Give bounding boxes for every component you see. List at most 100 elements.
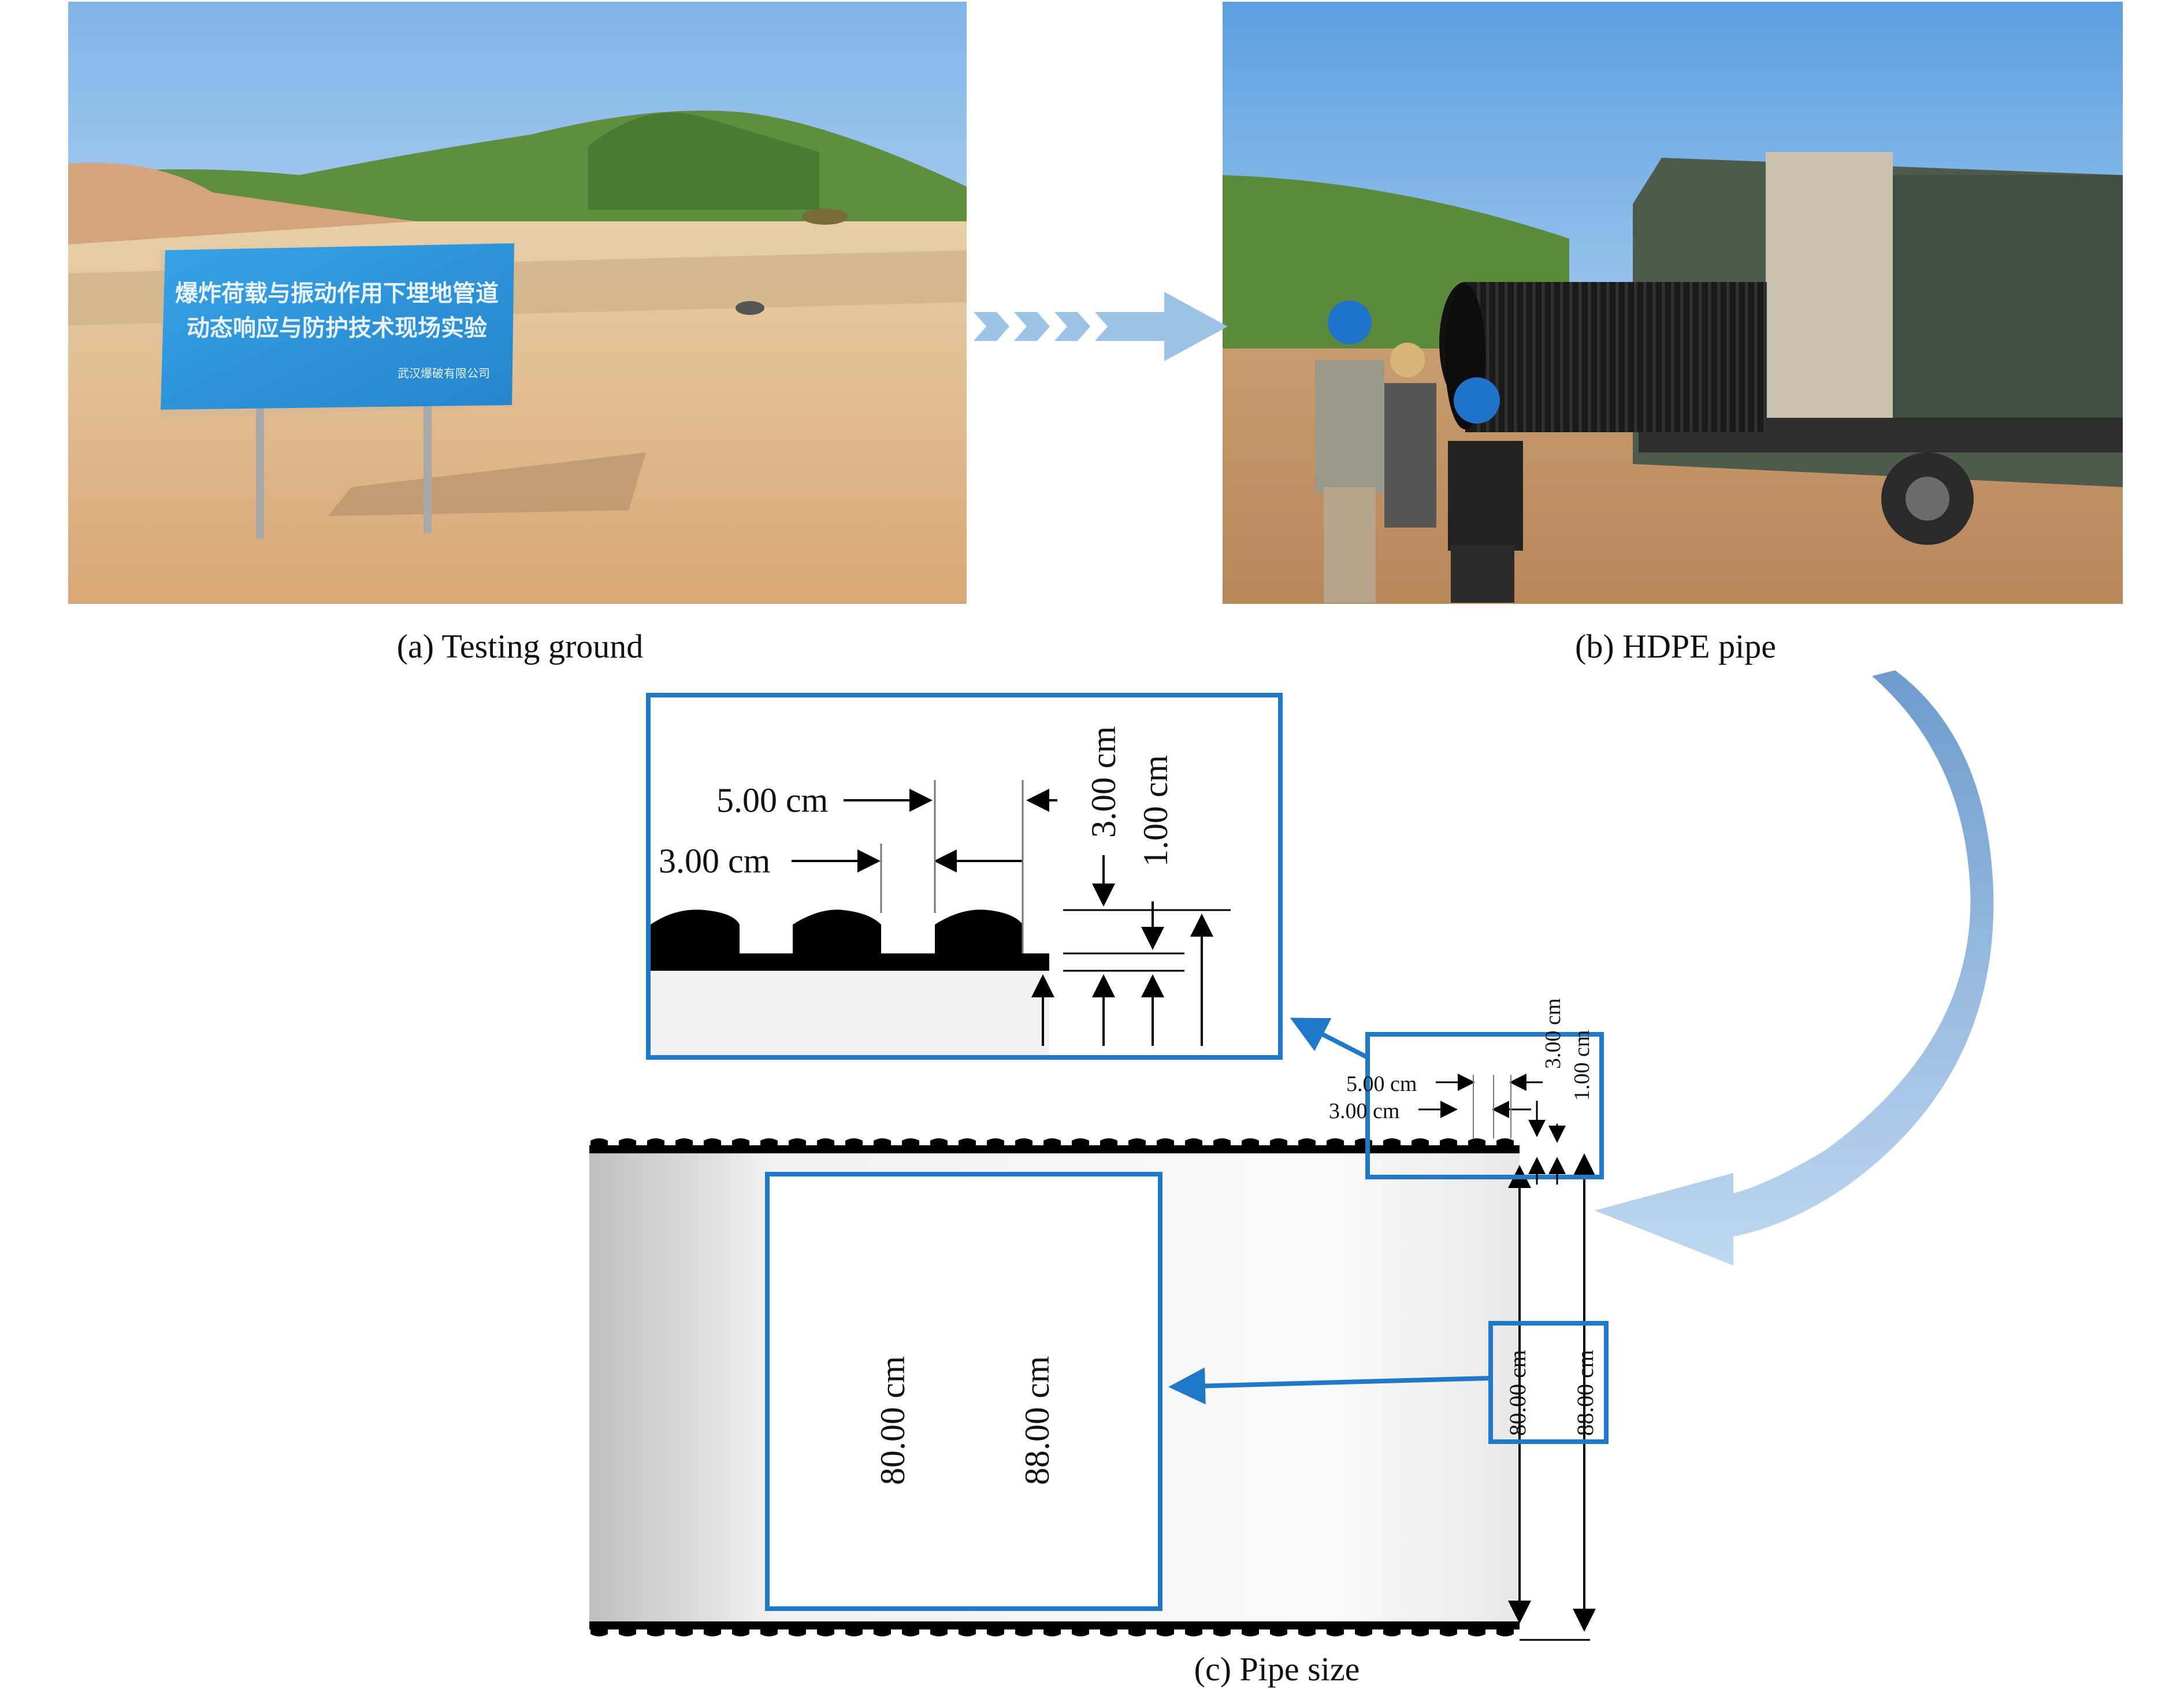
pipe-rib bbox=[845, 1621, 863, 1636]
rib-width-label-small: 3.00 cm bbox=[1329, 1099, 1399, 1123]
rib-pitch-label: 5.00 cm bbox=[716, 781, 828, 819]
pipe-rib bbox=[760, 1621, 778, 1636]
testing-ground-scene: 爆炸荷载与振动作用下埋地管道 动态响应与防护技术现场实验 武汉爆破有限公司 bbox=[68, 2, 967, 604]
pipe-rib bbox=[732, 1138, 749, 1153]
chevron-arrow-icon bbox=[974, 292, 1228, 361]
pipe-rib bbox=[1043, 1138, 1061, 1153]
rib-detail-callout-small bbox=[1365, 1032, 1604, 1179]
outer-diameter-label-small: 88.00 cm bbox=[1572, 1350, 1598, 1436]
rib-height-label: 3.00 cm bbox=[1084, 726, 1123, 838]
pipe-rib bbox=[874, 1138, 891, 1153]
curved-arrow-icon bbox=[1595, 670, 1994, 1265]
pipe-rib bbox=[902, 1621, 919, 1636]
pipe-rib bbox=[987, 1138, 1004, 1153]
pipe-rib bbox=[1015, 1138, 1032, 1153]
pipe-rib bbox=[1128, 1621, 1146, 1636]
pipe-top-ribs bbox=[590, 1138, 1514, 1153]
pipe-rib bbox=[1298, 1138, 1316, 1153]
pipe-rib bbox=[1355, 1621, 1372, 1636]
pipe-rib bbox=[1412, 1621, 1429, 1636]
pipe-rib bbox=[647, 1138, 664, 1153]
pipe-rib bbox=[1213, 1138, 1231, 1153]
wall-label-small: 1.00 cm bbox=[1570, 1030, 1594, 1101]
sign-line-2: 动态响应与防护技术现场实验 bbox=[187, 315, 487, 341]
pipe-rib bbox=[1100, 1621, 1117, 1636]
pipe-rib bbox=[1043, 1621, 1061, 1636]
pipe-rib bbox=[1383, 1621, 1401, 1636]
pipe-rib bbox=[1242, 1621, 1259, 1636]
caption-c: (c) Pipe size bbox=[1194, 1650, 1360, 1688]
pipe-rib bbox=[789, 1138, 806, 1153]
pipe-rib bbox=[1496, 1621, 1514, 1636]
pipe-rib bbox=[1270, 1138, 1287, 1153]
pipe-rib bbox=[1157, 1621, 1174, 1636]
pipe-rib bbox=[1185, 1138, 1202, 1153]
pipe-rib bbox=[1496, 1138, 1514, 1153]
pipe-rib bbox=[1412, 1138, 1429, 1153]
testing-ground-photo: 爆炸荷载与振动作用下埋地管道 动态响应与防护技术现场实验 武汉爆破有限公司 bbox=[68, 2, 967, 604]
pipe-rib bbox=[590, 1621, 608, 1636]
sign-line-1: 爆炸荷载与振动作用下埋地管道 bbox=[175, 280, 499, 307]
pipe-rib bbox=[817, 1621, 834, 1636]
pipe-rib bbox=[987, 1621, 1004, 1636]
pipe-rib bbox=[874, 1621, 891, 1636]
pipe-rib bbox=[959, 1621, 976, 1636]
pipe-rib bbox=[1015, 1621, 1032, 1636]
pipe-rib bbox=[845, 1138, 863, 1153]
pipe-rib bbox=[732, 1621, 749, 1636]
pipe-bottom-ribs bbox=[590, 1621, 1514, 1636]
pipe-rib bbox=[789, 1621, 806, 1636]
pipe-rib bbox=[704, 1621, 721, 1636]
pipe-rib bbox=[1327, 1138, 1344, 1153]
pipe-rib bbox=[619, 1621, 636, 1636]
caption-a: (a) Testing ground bbox=[396, 628, 644, 665]
pipe-rib bbox=[1242, 1138, 1259, 1153]
pipe-rib bbox=[1383, 1138, 1401, 1153]
rib-height-label-small: 3.00 cm bbox=[1541, 998, 1565, 1069]
pipe-rib bbox=[647, 1621, 664, 1636]
pipe-rib bbox=[619, 1138, 636, 1153]
diameter-callout-large bbox=[765, 1172, 1162, 1611]
pipe-rib bbox=[1468, 1621, 1485, 1636]
sign-org: 武汉爆破有限公司 bbox=[398, 366, 490, 380]
rib-width-label: 3.00 cm bbox=[659, 842, 770, 880]
pipe-rib bbox=[930, 1138, 948, 1153]
workers bbox=[1315, 300, 1523, 603]
pipe-rib bbox=[1072, 1138, 1089, 1153]
outer-diameter-label: 88.00 cm bbox=[1018, 1356, 1056, 1485]
pipe-rib bbox=[1440, 1138, 1457, 1153]
pipe-rib bbox=[1185, 1621, 1202, 1636]
pipe-rib bbox=[930, 1621, 948, 1636]
pipe-rib bbox=[1128, 1138, 1146, 1153]
pipe-rib bbox=[817, 1138, 834, 1153]
pipe-rib bbox=[704, 1138, 721, 1153]
pipe-rib bbox=[902, 1138, 919, 1153]
inner-diameter-label-small: 80.00 cm bbox=[1505, 1350, 1531, 1436]
project-sign bbox=[161, 243, 514, 410]
hdpe-pipe-photo bbox=[1223, 2, 2123, 604]
rib-detail-callout-large bbox=[646, 693, 1283, 1060]
pipe-rib bbox=[1072, 1621, 1089, 1636]
pipe-rib bbox=[1270, 1621, 1287, 1636]
pipe-rib bbox=[590, 1138, 608, 1153]
pipe-rib bbox=[959, 1138, 976, 1153]
wall-label: 1.00 cm bbox=[1136, 755, 1175, 867]
pipe-rib bbox=[1213, 1621, 1231, 1636]
pipe-rib bbox=[760, 1138, 778, 1153]
pipe-rib bbox=[1327, 1621, 1344, 1636]
diameter-callout-small bbox=[1488, 1321, 1609, 1444]
rib-profile-enlarged bbox=[651, 910, 1049, 971]
pipe-rib bbox=[675, 1621, 693, 1636]
pipe-rib bbox=[1157, 1138, 1174, 1153]
pipe-rib bbox=[1440, 1621, 1457, 1636]
pipe-rib bbox=[675, 1138, 693, 1153]
caption-b: (b) HDPE pipe bbox=[1575, 628, 1776, 665]
pipe-rib bbox=[1100, 1138, 1117, 1153]
pipe-rib bbox=[1298, 1621, 1316, 1636]
hdpe-pipe-scene bbox=[1223, 2, 2123, 604]
rib-pitch-label-small: 5.00 cm bbox=[1346, 1072, 1417, 1096]
pipe-rib bbox=[1468, 1138, 1485, 1153]
inner-diameter-label: 80.00 cm bbox=[874, 1356, 912, 1485]
